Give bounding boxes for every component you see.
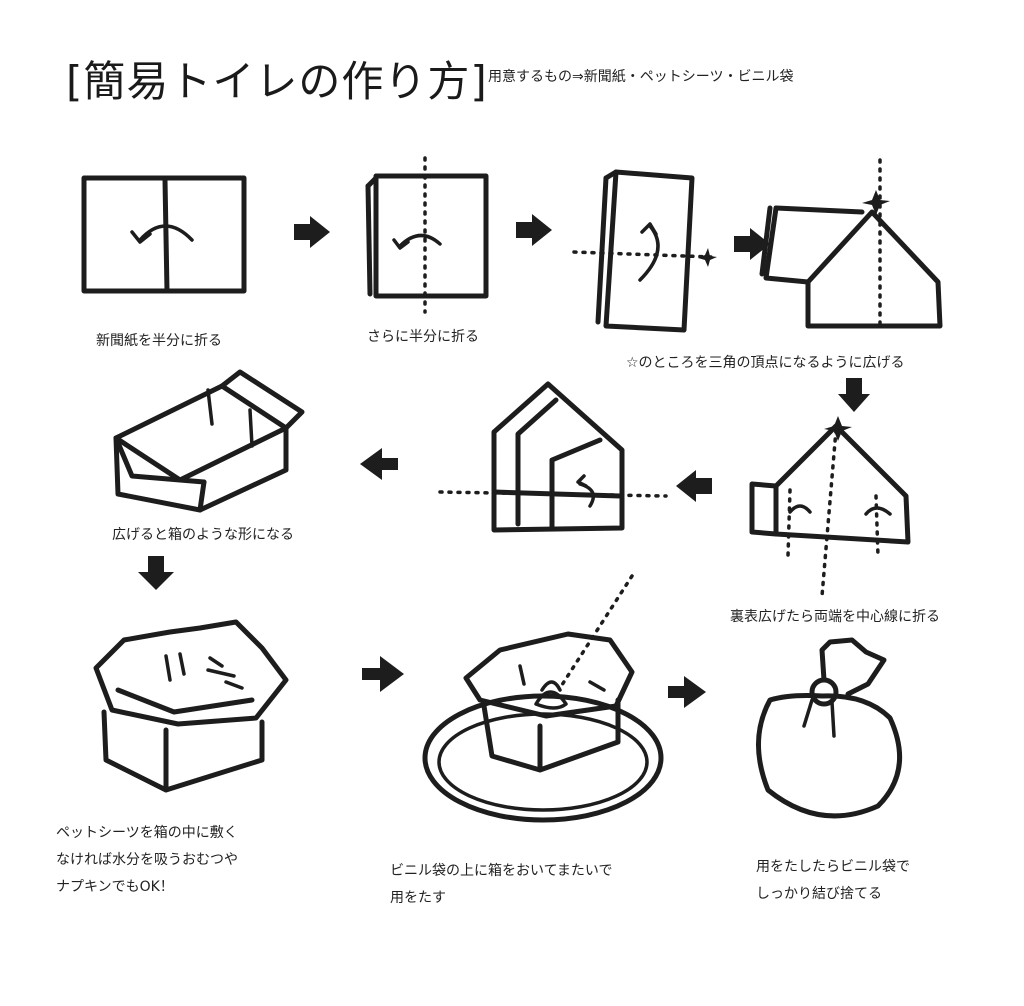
step6-illustration bbox=[438, 381, 668, 533]
step1-caption: 新聞紙を半分に折る bbox=[96, 333, 222, 349]
down-arrow-icon bbox=[838, 378, 870, 412]
step3-illustration bbox=[572, 169, 717, 333]
right-arrow-icon bbox=[734, 228, 770, 260]
curved-arrow-icon bbox=[138, 224, 194, 242]
curved-arrow-icon bbox=[398, 233, 442, 248]
step7-illustration bbox=[113, 369, 305, 513]
right-arrow-icon bbox=[294, 216, 330, 248]
down-arrow-icon bbox=[138, 556, 174, 590]
step8-illustration bbox=[93, 619, 289, 793]
step2-illustration bbox=[365, 156, 489, 314]
step7-caption: ビニル袋の上に箱をおいてまたいで 用をたす bbox=[390, 858, 612, 912]
step5-illustration bbox=[749, 416, 911, 598]
step5-caption: 広げると箱のような形になる bbox=[112, 527, 294, 543]
star-icon bbox=[824, 416, 852, 441]
page-title: [簡易トイレの作り方] bbox=[66, 57, 488, 106]
step7-caption-line2: 用をたす bbox=[390, 890, 446, 906]
left-arrow-icon bbox=[676, 470, 712, 502]
step6-caption-line1: ペットシーツを箱の中に敷く bbox=[56, 825, 238, 841]
step4-caption: 裏表広げたら両端を中心線に折る bbox=[730, 609, 940, 625]
right-arrow-icon bbox=[516, 214, 552, 246]
right-arrow-icon bbox=[668, 676, 706, 708]
step10-illustration bbox=[756, 637, 903, 819]
step3-caption: ☆のところを三角の頂点になるように広げる bbox=[626, 355, 905, 371]
step6-caption-line3: ナプキンでもOK！ bbox=[56, 879, 174, 895]
right-arrow-icon bbox=[362, 656, 404, 692]
step8-caption-line2: しっかり結び捨てる bbox=[756, 886, 882, 902]
step6-caption-line2: なければ水分を吸うおむつや bbox=[56, 852, 238, 868]
step1-illustration bbox=[81, 175, 247, 294]
curved-arrow-icon bbox=[788, 504, 812, 514]
step8-caption: 用をたしたらビニル袋で しっかり結び捨てる bbox=[756, 854, 910, 908]
supplies-list: 用意するもの⇒新聞紙・ペットシーツ・ビニル袋 bbox=[488, 69, 794, 85]
star-icon bbox=[862, 190, 890, 215]
star-icon bbox=[698, 248, 717, 267]
step4-illustration bbox=[759, 158, 943, 329]
step8-caption-line1: 用をたしたらビニル袋で bbox=[756, 859, 910, 875]
left-arrow-icon bbox=[360, 448, 398, 480]
step6-caption: ペットシーツを箱の中に敷く なければ水分を吸うおむつや ナプキンでもOK！ bbox=[56, 820, 238, 901]
step9-illustration bbox=[422, 574, 664, 823]
step7-caption-line1: ビニル袋の上に箱をおいてまたいで bbox=[390, 863, 613, 879]
step2-caption: さらに半分に折る bbox=[367, 329, 479, 345]
